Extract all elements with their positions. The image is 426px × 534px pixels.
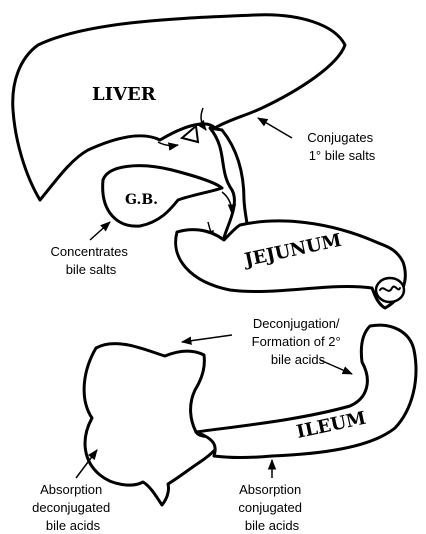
gb-note: Concentrates bile salts [51,244,132,277]
jejunum-shape [174,219,407,310]
flow-arrow-liver-to-duct [196,107,207,131]
ileum-shape [194,323,418,459]
flow-arrow-duct-to-gb [157,141,180,151]
liver-note-arrow [257,117,293,139]
colon-shape [82,342,224,507]
flow-arrow-gb-to-duodenum [221,191,237,216]
colon-note-arrow [180,334,233,345]
liver-shape [11,13,347,202]
gb-note-arrow [89,221,111,241]
ileum-absorption-note: Absorption conjugated bile acids [238,482,305,533]
jejunum-mucosa [379,285,401,292]
colon-absorption-arrow [75,449,98,479]
colon-absorption-note: Absorption deconjugated bile acids [32,482,114,533]
gallbladder-label: G.B. [125,192,158,208]
colon-note-arrow-ileum [319,359,353,375]
triangle-marker-icon [179,124,200,144]
gallbladder-shape [101,164,224,228]
colon-note: Deconjugation/ Formation of 2° bile acid… [252,316,345,367]
liver-note: Conjugates 1° bile salts [307,130,376,163]
liver-label: LIVER [92,84,157,105]
